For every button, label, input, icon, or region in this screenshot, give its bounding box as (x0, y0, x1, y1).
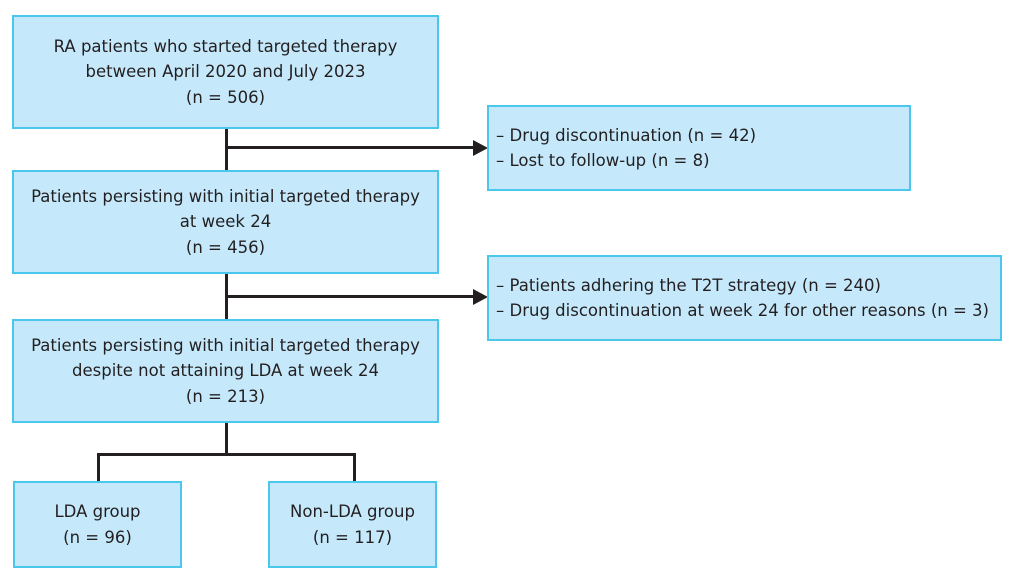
persisting-not-lda-box: Patients persisting with initial targete… (12, 319, 439, 423)
exclusion-2-item-2: – Drug discontinuation at week 24 for ot… (496, 301, 989, 320)
lda-group-label: LDA group (54, 502, 141, 522)
connector-split-horizontal (97, 453, 356, 456)
persisting-week24-line-1: Patients persisting with initial targete… (31, 187, 420, 207)
persisting-week24-line-2: at week 24 (179, 212, 272, 232)
connector-branch-exclusion-2 (225, 295, 477, 298)
non-lda-group-count: (n = 117) (312, 527, 393, 547)
arrowhead-exclusion-2 (473, 288, 488, 305)
exclusion-1-item-2: – Lost to follow-up (n = 8) (496, 151, 710, 170)
persisting-week24-box: Patients persisting with initial targete… (12, 170, 439, 274)
connector-enrolled-to-persisting (225, 129, 228, 171)
connector-split-right-drop (353, 453, 356, 482)
lda-group-box: LDA group (n = 96) (13, 481, 182, 568)
enrolled-line-1: RA patients who started targeted therapy (53, 37, 398, 57)
not-lda-count: (n = 213) (185, 386, 266, 406)
not-lda-line-1: Patients persisting with initial targete… (31, 336, 420, 356)
enrolled-line-2: between April 2020 and July 2023 (85, 62, 366, 82)
exclusion-2-item-1: – Patients adhering the T2T strategy (n … (496, 275, 881, 295)
exclusion-box-2: – Patients adhering the T2T strategy (n … (487, 255, 1002, 341)
lda-group-count: (n = 96) (63, 527, 132, 547)
exclusion-1-item-1: – Drug discontinuation (n = 42) (496, 125, 757, 145)
enrolled-count: (n = 506) (185, 87, 266, 107)
non-lda-group-label: Non-LDA group (290, 502, 415, 522)
exclusion-box-1: – Drug discontinuation (n = 42) – Lost t… (487, 105, 911, 191)
not-lda-line-2: despite not attaining LDA at week 24 (72, 361, 379, 381)
non-lda-group-box: Non-LDA group (n = 117) (268, 481, 437, 568)
persisting-week24-count: (n = 456) (185, 237, 266, 257)
connector-split-left-drop (97, 453, 100, 482)
connector-branch-exclusion-1 (225, 146, 477, 149)
connector-split-stem (225, 423, 228, 456)
enrolled-box: RA patients who started targeted therapy… (12, 15, 439, 129)
arrowhead-exclusion-1 (473, 139, 488, 156)
